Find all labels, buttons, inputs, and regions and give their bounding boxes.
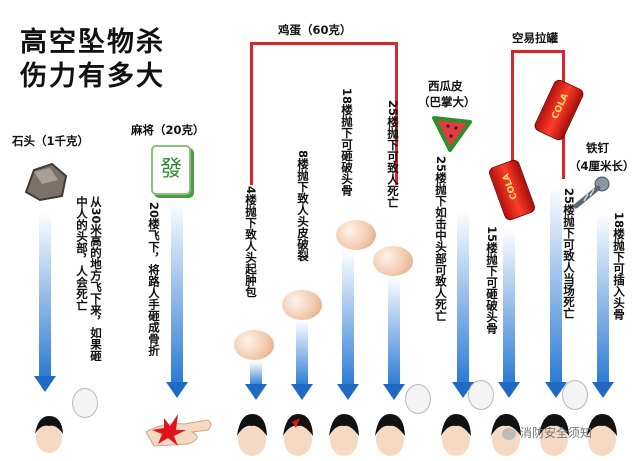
egg-arrow-18f <box>337 250 359 400</box>
egg-icon <box>336 220 376 250</box>
nail-sublabel: （4厘米长） <box>569 159 635 173</box>
watermelon-desc: 25楼抛下如击中头部可致人死亡 <box>434 156 448 322</box>
mahjong-arrow <box>166 200 188 398</box>
can-label: 空易拉罐 <box>512 31 558 45</box>
mahjong-label: 麻将（20克） <box>131 123 205 137</box>
can-fact-25f: 25楼抛下可致人当场死亡 <box>562 188 576 320</box>
watermark: 消防安全须知 <box>502 424 592 441</box>
title-line-1: 高空坠物杀 <box>20 27 165 58</box>
nail-arrow <box>592 212 614 398</box>
egg-fact-8f: 8楼抛下致人头皮破裂 <box>296 150 310 262</box>
egg-fact-25f: 25楼抛下可致人死亡 <box>386 100 400 209</box>
stone-icon <box>24 162 68 202</box>
person-heads-row <box>237 414 617 456</box>
egg-label: 鸡蛋（60克） <box>278 23 352 37</box>
stone-arrow <box>34 212 56 392</box>
egg-icon <box>282 290 322 320</box>
egg-fact-18f: 18楼抛下可砸破头骨 <box>340 88 354 197</box>
egg-arrow-25f <box>383 276 405 400</box>
watermelon-label: 西瓜皮 <box>428 79 463 93</box>
egg-icon <box>234 330 274 360</box>
ghost-bubble-icon <box>405 384 431 414</box>
egg-arrow-4f <box>245 362 267 400</box>
can-arrow-25f <box>545 186 567 398</box>
egg-fact-4f: 4楼抛下致人头起肿包 <box>244 186 258 298</box>
ghost-bubble-icon <box>562 380 588 410</box>
watermelon-icon <box>432 116 472 152</box>
can-arrow-15f <box>498 228 520 398</box>
watermelon-sublabel: （巴掌大） <box>418 95 476 109</box>
title-line-2: 伤力有多大 <box>20 61 165 92</box>
stone-label: 石头（1千克） <box>12 134 90 148</box>
nail-desc: 18楼抛下可插入头骨 <box>612 212 626 321</box>
ghost-bubble-icon <box>468 380 494 410</box>
ghost-bubble-icon <box>72 388 98 418</box>
egg-arrow-8f <box>291 320 313 400</box>
can-fact-15f: 15楼抛下可砸破头骨 <box>485 226 499 335</box>
mahjong-tile-icon: 發 <box>151 145 191 195</box>
nail-icon <box>573 176 610 209</box>
nail-label: 铁钉 <box>586 141 609 155</box>
person-head-icon <box>35 416 63 453</box>
mahjong-desc: 20楼飞下，将路人手砸成骨折 <box>147 202 161 357</box>
injured-hand-icon <box>145 414 212 447</box>
watermelon-arrow <box>452 210 474 398</box>
wechat-icon <box>502 427 516 440</box>
egg-icon <box>373 246 413 276</box>
egg-bracket <box>250 42 398 185</box>
stone-desc: 从30米高的地方飞下来，如果砸中人的头部，人会死亡 <box>75 196 103 362</box>
